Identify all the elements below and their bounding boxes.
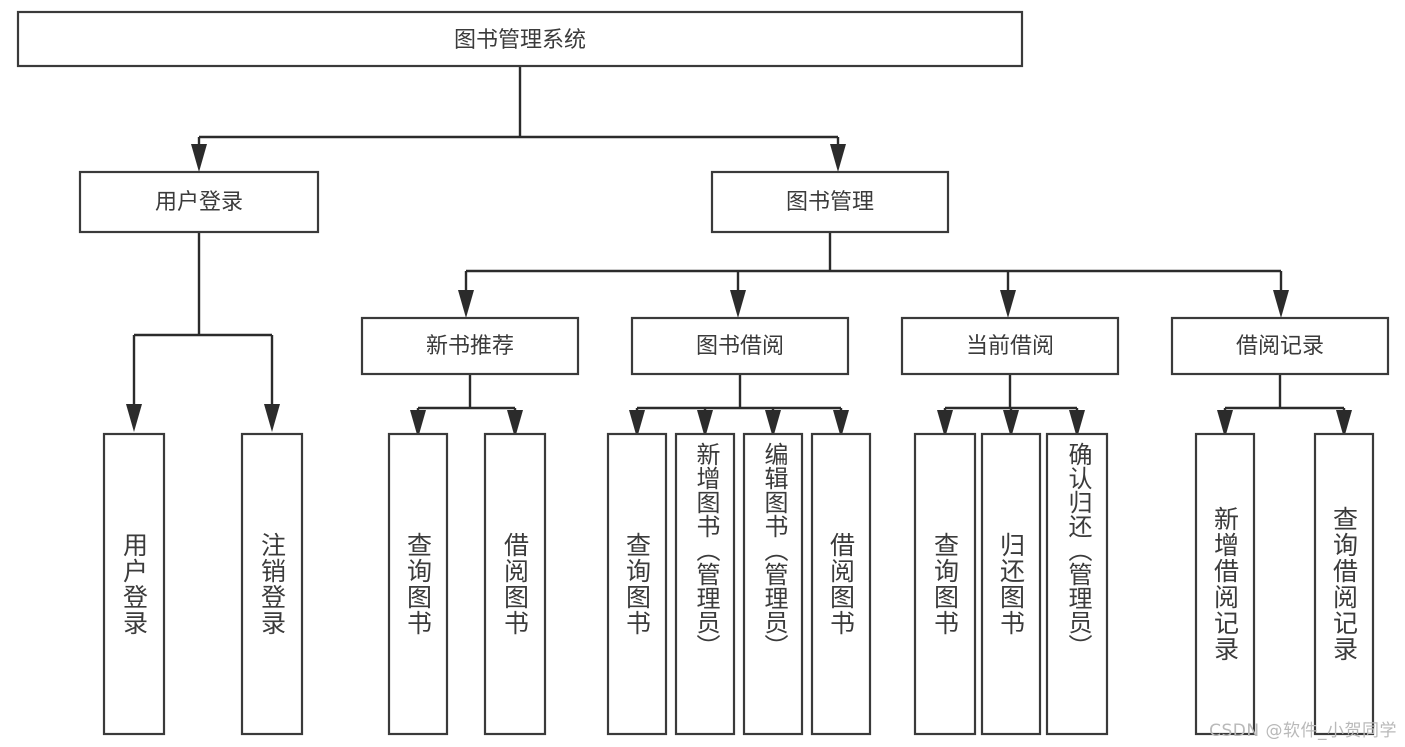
node-new-book-recommend-label: 新书推荐 <box>426 334 514 359</box>
arrow-to-record <box>1273 290 1289 318</box>
node-book-borrow[interactable]: 图书借阅 <box>630 316 850 376</box>
node-borrow-record-box <box>1170 316 1390 376</box>
leaf-box-user-login[interactable] <box>102 432 166 736</box>
leaf-box-add-book-admin[interactable] <box>674 432 736 736</box>
leaf-box-confirm-return-admin[interactable] <box>1045 432 1109 736</box>
leaf-boxes-layer <box>102 432 1375 736</box>
leaf-box-borrow-book-newbook[interactable] <box>483 432 547 736</box>
node-new-book-recommend[interactable]: 新书推荐 <box>360 316 580 376</box>
leaf-box-query-book-borrow[interactable] <box>606 432 668 736</box>
node-book-management[interactable]: 图书管理 <box>710 170 950 234</box>
leaf-box-add-borrow-record[interactable] <box>1194 432 1256 736</box>
node-current-borrow-box <box>900 316 1120 376</box>
leaf-box-borrow-book[interactable] <box>810 432 872 736</box>
node-current-borrow[interactable]: 当前借阅 <box>900 316 1120 376</box>
arrow-to-current <box>1000 290 1016 318</box>
leaf-box-logout[interactable] <box>240 432 304 736</box>
node-root-box <box>16 10 1024 68</box>
leaf-box-query-borrow-record[interactable] <box>1313 432 1375 736</box>
node-book-management-box <box>710 170 950 234</box>
node-user-login[interactable]: 用户登录 <box>78 170 320 234</box>
csdn-watermark: CSDN @软件_小贺同学 <box>1209 721 1397 741</box>
node-borrow-record-label: 借阅记录 <box>1236 334 1324 359</box>
node-borrow-record[interactable]: 借阅记录 <box>1170 316 1390 376</box>
arrow-root-to-login <box>191 144 207 172</box>
node-book-management-label: 图书管理 <box>786 190 874 215</box>
leaf-box-edit-book-admin[interactable] <box>742 432 804 736</box>
arrow-login-leaf-2 <box>264 404 280 432</box>
leaf-box-return-book[interactable] <box>980 432 1042 736</box>
leaf-box-query-book-newbook[interactable] <box>387 432 449 736</box>
arrow-login-leaf-1 <box>126 404 142 432</box>
node-current-borrow-label: 当前借阅 <box>966 334 1054 359</box>
node-root[interactable]: 图书管理系统 <box>16 10 1024 68</box>
node-new-book-recommend-box <box>360 316 580 376</box>
arrow-root-to-bookmgmt <box>830 144 846 172</box>
node-root-label: 图书管理系统 <box>454 28 586 53</box>
node-user-login-box <box>78 170 320 234</box>
node-book-borrow-box <box>630 316 850 376</box>
node-book-borrow-label: 图书借阅 <box>696 334 784 359</box>
leaf-box-query-book-current[interactable] <box>913 432 977 736</box>
edges-layer <box>126 66 1352 438</box>
arrow-to-new-book <box>458 290 474 318</box>
node-user-login-label: 用户登录 <box>155 190 243 215</box>
arrow-to-borrow <box>730 290 746 318</box>
